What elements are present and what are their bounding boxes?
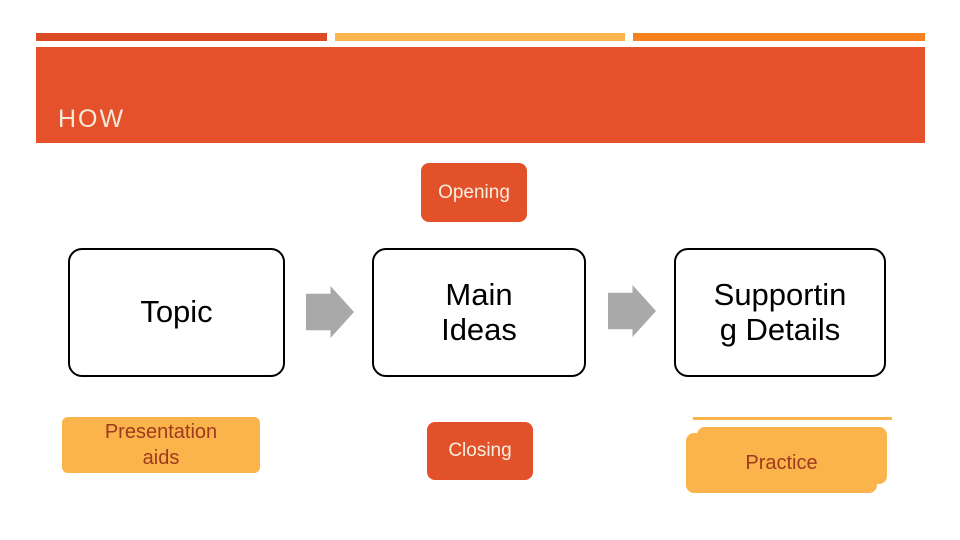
closing-label: Closing [448, 440, 512, 461]
opening-label: Opening [438, 181, 510, 203]
accent-bar-red [36, 33, 327, 41]
flow-box-topic: Topic [68, 248, 285, 377]
title-banner: HOW [36, 47, 925, 143]
practice-top-strip [693, 417, 892, 420]
arrow-right-icon [306, 286, 354, 338]
opening-box: Opening [421, 163, 527, 222]
flow-box-main-ideas: Main Ideas [372, 248, 586, 377]
flow-box-supporting-details: Supportin g Details [674, 248, 886, 377]
presentation-aids-label: Presentation aids [104, 421, 218, 469]
practice-label: Practice [745, 452, 818, 474]
slide-title: HOW [58, 105, 126, 133]
accent-bar-amber [335, 33, 625, 41]
topic-label: Topic [140, 294, 213, 330]
closing-box: Closing [427, 422, 533, 480]
supporting-details-label: Supportin g Details [713, 276, 847, 347]
presentation-aids-box: Presentation aids [62, 417, 260, 473]
main-ideas-label: Main Ideas [441, 276, 517, 347]
arrow-right-icon [608, 285, 656, 337]
practice-box: Practice [686, 433, 877, 493]
accent-bar-orange [633, 33, 925, 41]
